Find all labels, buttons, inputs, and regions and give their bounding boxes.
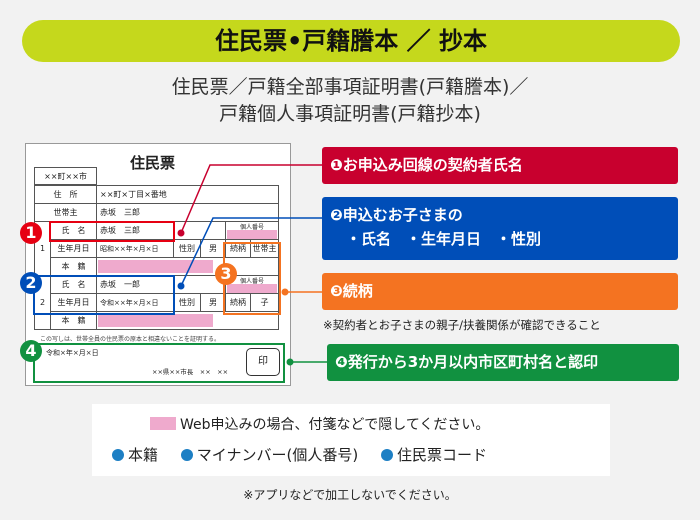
notice-box: Web申込みの場合、付箋などで隠してください。 本籍 マイナンバー(個人番号) … (92, 404, 610, 476)
notice-item-honseki: 本籍 (128, 446, 159, 464)
callout-2: ❷申込むお子さまの・氏名 ・生年月日 ・性別 (322, 197, 678, 260)
footer-note: ※アプリなどで加工しないでください。 (243, 488, 457, 502)
issue-date: 令和×年×月×日 (46, 349, 99, 357)
badge-4: 4 (20, 340, 42, 362)
sticky-honseki-1 (98, 260, 213, 273)
sticky-mynumber-1 (227, 230, 277, 239)
callout-1: ❶お申込み回線の契約者氏名 (322, 147, 678, 184)
bullet-icon (112, 449, 124, 461)
page-title: 住民票•戸籍謄本 ／ 抄本 (22, 20, 680, 62)
callout-2-line2: ・氏名 ・生年月日 ・性別 (346, 230, 542, 248)
badge-3: 3 (215, 263, 237, 285)
subtitle-line2: 戸籍個人事項証明書(戸籍抄本) (219, 103, 481, 125)
notice-text: Web申込みの場合、付箋などで隠してください。 (180, 417, 490, 433)
badge-2: 2 (20, 272, 42, 294)
certify-text: この写しは、世帯全員の住民票の原本と相違ないことを証明する。 (40, 336, 221, 343)
notice-item-residentcode: 住民票コード (396, 446, 487, 464)
municipality-cell: ××町××市 (34, 167, 97, 185)
subtitle-line1: 住民票／戸籍全部事項証明書(戸籍謄本)／ (171, 76, 529, 98)
highlight-1 (49, 221, 175, 242)
callout-4: ❹発行から3か月以内市区町村名と認印 (327, 344, 679, 381)
bullet-icon (180, 449, 193, 461)
seal-stamp: 印 (246, 348, 280, 376)
callout-3: ❸続柄 (322, 273, 678, 310)
sticky-mynumber-2 (227, 284, 277, 293)
document-title: 住民票 (130, 154, 176, 172)
bullet-icon (380, 449, 393, 461)
callout-3-note: ※契約者とお子さまの親子/扶養関係が確認できること (323, 318, 601, 332)
callout-2-line1: ❷申込むお子さまの (330, 206, 463, 224)
badge-1: 1 (20, 222, 42, 244)
notice-item-mynumber: マイナンバー(個人番号) (196, 446, 359, 464)
highlight-4 (33, 343, 285, 383)
issuer: ××県××市長 ×× ×× (152, 368, 229, 376)
sticky-note-icon (150, 417, 176, 430)
highlight-2 (33, 275, 175, 315)
sticky-honseki-2 (98, 314, 213, 327)
